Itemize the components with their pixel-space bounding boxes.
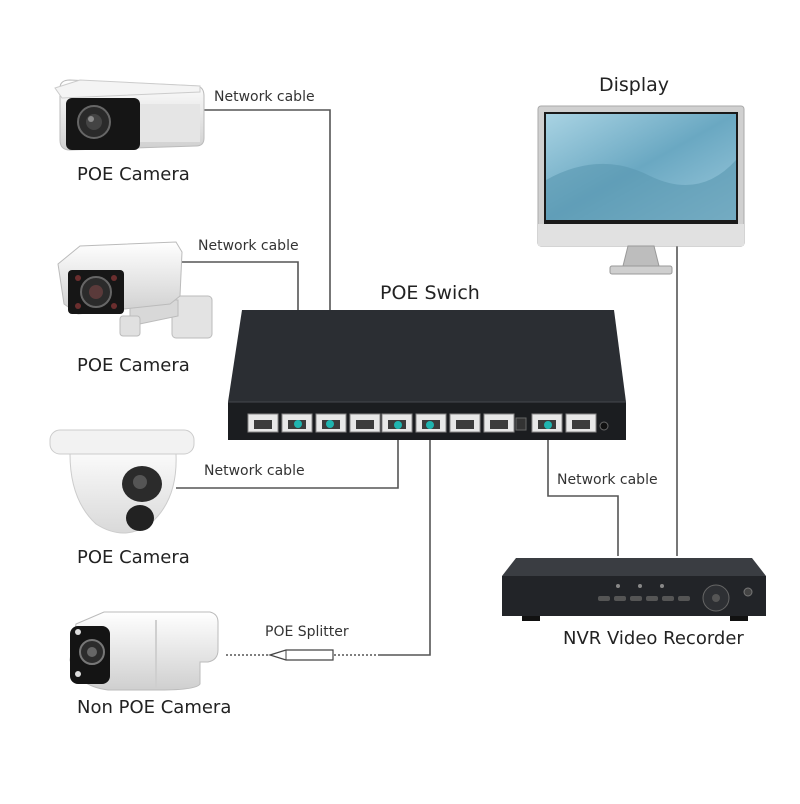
camera-2-label: POE Camera: [77, 355, 190, 376]
poe-camera-2-illustration: [57, 241, 213, 339]
poe-switch-label: POE Swich: [380, 282, 480, 304]
cable-camera-4: [380, 430, 431, 656]
poe-splitter: [267, 649, 334, 661]
poe-camera-3-illustration: [49, 429, 195, 534]
cable-label-1: Network cable: [214, 89, 315, 105]
camera-1-label: POE Camera: [77, 164, 190, 185]
nvr-recorder-illustration: [502, 558, 766, 621]
poe-camera-1-illustration: [54, 79, 205, 151]
poe-splitter-label: POE Splitter: [265, 624, 349, 640]
cable-camera-3: [176, 430, 399, 489]
display-monitor-illustration: [537, 105, 745, 275]
active-port-indicators: [294, 420, 552, 429]
cable-label-nvr: Network cable: [557, 472, 658, 488]
poe-switch-illustration: [228, 310, 626, 440]
cable-nvr: [547, 432, 619, 556]
cable-label-3: Network cable: [204, 463, 305, 479]
cable-label-2: Network cable: [198, 238, 299, 254]
camera-3-label: POE Camera: [77, 547, 190, 568]
camera-4-label: Non POE Camera: [77, 697, 232, 718]
nvr-label: NVR Video Recorder: [563, 628, 744, 649]
non-poe-camera-illustration: [69, 611, 219, 691]
nvr-front-buttons: [598, 596, 690, 601]
display-label: Display: [599, 74, 670, 96]
